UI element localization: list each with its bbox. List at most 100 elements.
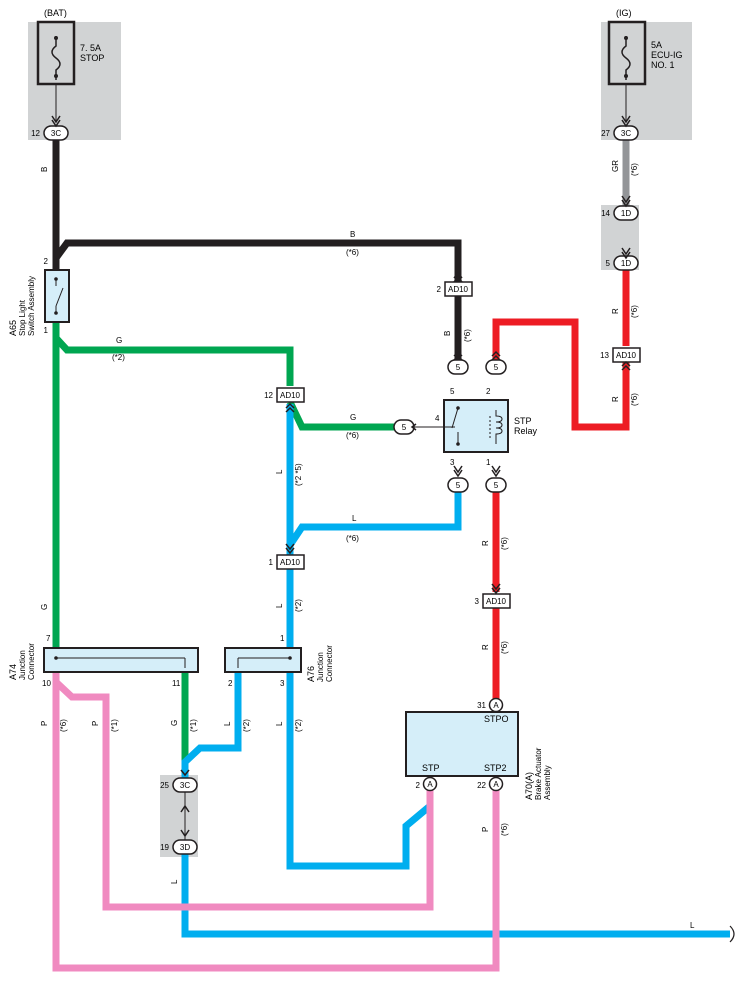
pin-ad10-green: 12 <box>264 391 273 400</box>
wl-n6-p-stp2: (*6) <box>500 823 509 836</box>
pin-1d-bottom: 5 <box>606 259 611 268</box>
a74-pin-10: 10 <box>42 679 51 688</box>
a74-name-1: Junction <box>18 650 27 680</box>
wl-n2-a76: (*2) <box>294 599 303 612</box>
a76-pin-2: 2 <box>228 679 233 688</box>
wl-r-coil: R <box>611 396 620 402</box>
wl-l-right: L <box>690 921 695 930</box>
wire-black-to-relay <box>53 239 462 282</box>
wl-b-top: B <box>350 230 355 239</box>
connector-3c-junction: 3C <box>172 777 198 793</box>
bat-tag: (BAT) <box>44 8 67 18</box>
wl-r-relay: R <box>481 540 490 546</box>
pin-ad10-red-lower: 3 <box>475 597 480 606</box>
wire-red-relay-coil <box>492 318 630 431</box>
junction-connector-a74 <box>43 647 199 673</box>
fuse-ig-num: NO. 1 <box>651 60 675 70</box>
wl-n6-r-relay: (*6) <box>500 537 509 550</box>
a76-name-1: Junction <box>316 652 325 682</box>
switch-pin-top: 2 <box>44 257 49 266</box>
svg-text:5: 5 <box>456 363 461 372</box>
fuse-ecu-ig <box>607 20 647 122</box>
wl-n1-g: (*1) <box>189 719 198 732</box>
svg-text:AD10: AD10 <box>280 558 301 567</box>
switch-pin-bottom: 1 <box>44 326 49 335</box>
connector-1d-top: 1D <box>613 205 639 221</box>
connector-ad10-black: AD10 <box>444 281 473 297</box>
ig-tag: (IG) <box>616 8 632 18</box>
wire-blue-relay-out <box>287 492 462 547</box>
wl-n6-g-relay: (*6) <box>346 431 359 440</box>
relay-pin-5: 5 <box>450 387 455 396</box>
a76-pin-3: 3 <box>280 679 285 688</box>
wl-p-stp: P <box>91 721 100 726</box>
wl-n6-r-actuator: (*6) <box>500 641 509 654</box>
a74-name-2: Connector <box>27 643 36 680</box>
switch-name-2: Switch Assembly <box>27 276 36 336</box>
svg-text:5: 5 <box>402 423 407 432</box>
switch-id: A65 <box>8 320 18 336</box>
svg-text:1D: 1D <box>621 209 631 218</box>
bat-pin: 12 <box>31 129 40 138</box>
actuator-stp2: STP2 <box>484 763 507 773</box>
a74-pin-11: 11 <box>172 679 181 688</box>
relay-pin-4: 4 <box>435 414 440 423</box>
wl-b-relay: B <box>443 331 452 336</box>
svg-text:3C: 3C <box>180 781 190 790</box>
wl-n6-relay: (*6) <box>463 329 472 342</box>
wl-n6-gr: (*6) <box>630 163 639 176</box>
junction-connector-a76 <box>224 647 302 673</box>
connector-ad10-blue: AD10 <box>276 554 305 570</box>
connector-5-relay-in: 5 <box>447 359 469 375</box>
svg-text:5: 5 <box>456 481 461 490</box>
actuator-stpo: STPO <box>484 714 509 724</box>
actuator-pin-22: 22 <box>477 781 486 790</box>
wl-l-ad10: L <box>275 469 284 474</box>
wire-blue-a76-3c <box>181 672 242 778</box>
pin-3d-junction: 19 <box>160 843 169 852</box>
wire-blue-3d-out <box>181 854 730 938</box>
stop-light-switch <box>44 269 70 323</box>
svg-text:3C: 3C <box>51 129 61 138</box>
wl-n6-ig: (*6) <box>630 305 639 318</box>
svg-text:AD10: AD10 <box>616 351 637 360</box>
wl-n25: (*2 *5) <box>294 463 303 486</box>
actuator-name-2: Assembly <box>543 765 552 800</box>
connector-a-stp2: A <box>488 776 504 792</box>
connector-a-stpo: A <box>488 697 504 713</box>
connector-a-stp: A <box>422 776 438 792</box>
svg-text:A: A <box>427 780 433 789</box>
connector-5-relay-ground: 5 <box>485 477 507 493</box>
connector-3c-ig: 3C <box>613 125 639 141</box>
wl-n2-top: (*2) <box>112 353 125 362</box>
wl-l-a76-stp: L <box>275 721 284 726</box>
svg-text:5: 5 <box>494 481 499 490</box>
wire-pink-a74-stp2 <box>52 672 500 972</box>
actuator-name-1: Brake Actuator <box>534 747 543 800</box>
svg-text:AD10: AD10 <box>448 285 469 294</box>
switch-name-1: Stop Light <box>18 299 27 336</box>
wl-r-ig: R <box>611 308 620 314</box>
pin-ad10-blue: 1 <box>269 558 274 567</box>
ig-pin: 27 <box>601 129 610 138</box>
wl-l-a76: L <box>275 603 284 608</box>
actuator-pin-31: 31 <box>477 701 486 710</box>
wl-n6-l-relay: (*6) <box>346 534 359 543</box>
wl-gr: GR <box>611 160 620 172</box>
wl-b-bat: B <box>40 167 49 172</box>
ig-fuse-panel <box>601 22 692 140</box>
svg-text:5: 5 <box>494 363 499 372</box>
wl-n2-l-3c: (*2) <box>242 719 251 732</box>
connector-5-relay-coil: 5 <box>485 359 507 375</box>
a76-name-2: Connector <box>325 645 334 682</box>
wl-p-a74: P <box>40 721 49 726</box>
pin-1d-top: 14 <box>601 209 610 218</box>
actuator-id: A70(A) <box>524 772 534 800</box>
connector-chevrons <box>51 115 631 838</box>
a76-id: A76 <box>306 666 316 682</box>
pin-ad10-red: 13 <box>600 351 609 360</box>
svg-text:AD10: AD10 <box>486 597 507 606</box>
wl-l-a76-3c: L <box>223 721 232 726</box>
wl-n6-p-a74: (*6) <box>59 719 68 732</box>
